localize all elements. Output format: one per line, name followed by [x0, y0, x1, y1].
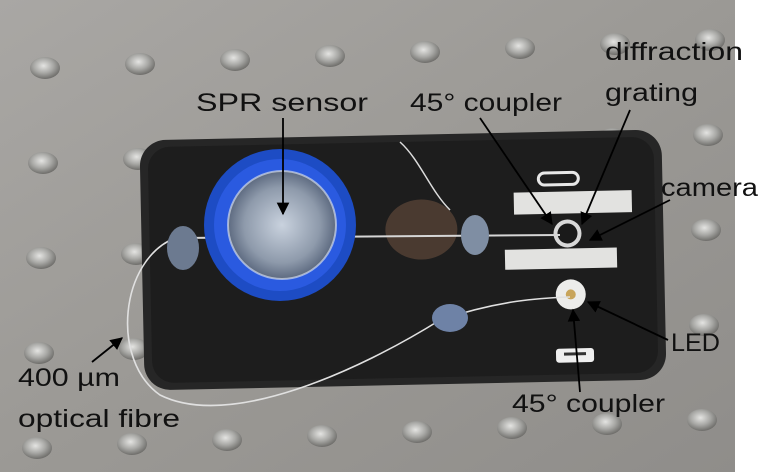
glue-blob: [432, 304, 468, 332]
label-coupler-top: 45° coupler: [410, 89, 562, 117]
table-hole: [410, 41, 440, 63]
table-hole: [125, 53, 155, 75]
arrow-coupler-bottom: [567, 308, 581, 393]
table-hole: [119, 338, 149, 360]
table-hole: [117, 433, 147, 455]
table-hole: [28, 152, 58, 174]
arrow-grating: [580, 109, 631, 226]
label-camera: camera: [661, 174, 758, 202]
table-hole: [687, 409, 717, 431]
table-hole: [30, 57, 60, 79]
table-hole: [220, 49, 250, 71]
speaker-slot-top: [536, 170, 580, 187]
table-hole: [600, 33, 630, 55]
arrow-fibre: [91, 337, 123, 363]
label-diffraction: diffraction: [605, 38, 743, 66]
tape-bottom: [504, 247, 618, 270]
glue-blob: [461, 215, 489, 255]
label-optical-fibre: optical fibre: [18, 405, 180, 433]
table-hole: [315, 45, 345, 67]
label-fibre-size: 400 µm: [18, 364, 120, 392]
label-grating: grating: [605, 79, 698, 107]
table-hole: [691, 219, 721, 241]
table-hole: [212, 429, 242, 451]
spr-sensor-cap: [204, 149, 356, 301]
tape-top: [513, 190, 633, 215]
glue-blob: [167, 226, 199, 270]
label-coupler-bottom: 45° coupler: [512, 390, 665, 418]
arrow-coupler-top: [479, 117, 553, 226]
table-hole: [26, 247, 56, 269]
optical-fibre: [126, 237, 571, 407]
arrow-led: [586, 301, 669, 341]
table-hole: [24, 342, 54, 364]
table-hole: [693, 124, 723, 146]
table-hole: [307, 425, 337, 447]
annotation-arrows: [91, 109, 671, 393]
table-hole: [402, 421, 432, 443]
table-hole: [695, 29, 725, 51]
label-spr-sensor: SPR sensor: [196, 89, 368, 117]
table-hole: [497, 417, 527, 439]
label-led: LED: [671, 329, 720, 357]
table-hole: [689, 314, 719, 336]
table-hole: [22, 437, 52, 459]
table-hole: [505, 37, 535, 59]
dark-pad: [385, 199, 458, 260]
table-hole: [592, 413, 622, 435]
arrow-camera: [588, 199, 671, 241]
